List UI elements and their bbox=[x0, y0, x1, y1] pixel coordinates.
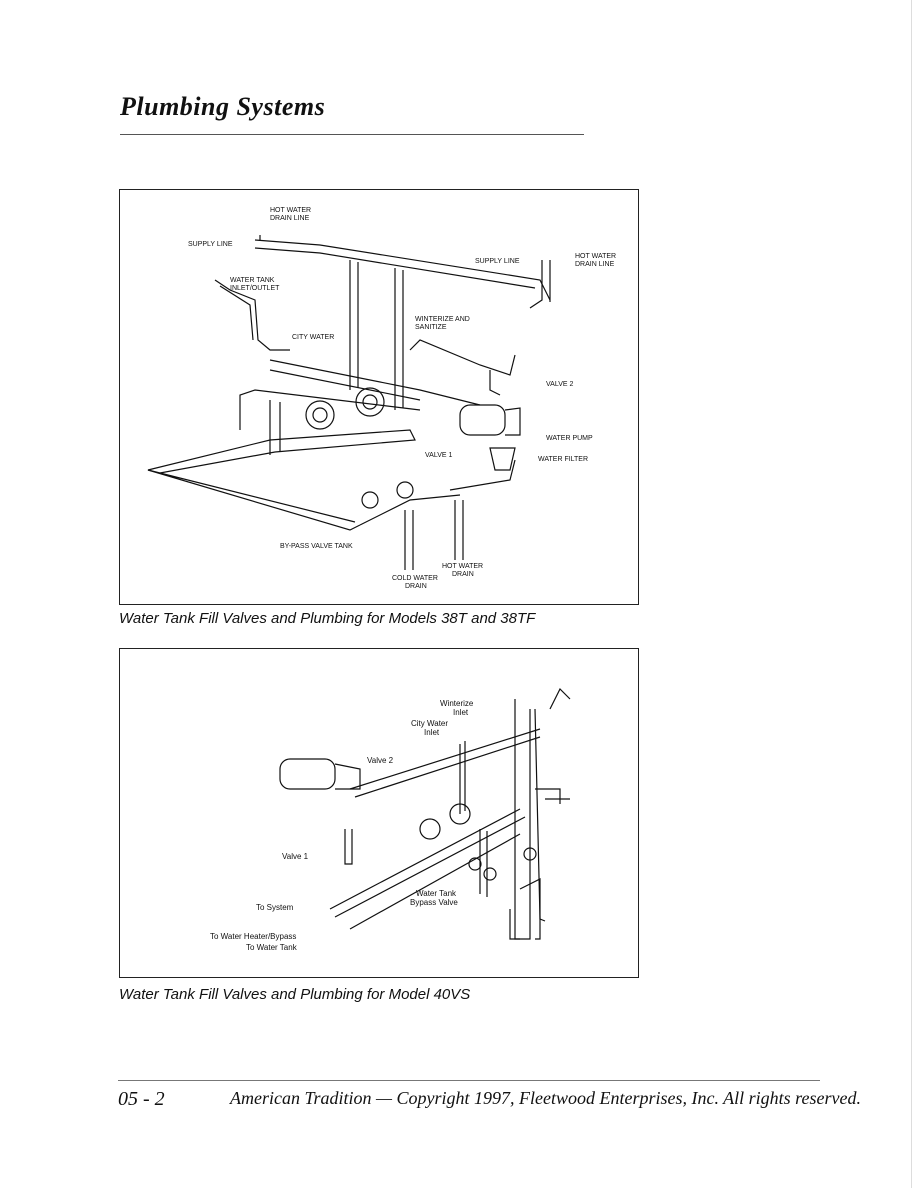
label-city-water-inlet-2: Inlet bbox=[424, 728, 440, 737]
label-hot-water-drain-bottom-2: DRAIN bbox=[452, 571, 474, 578]
label-supply-line-left: SUPPLY LINE bbox=[188, 241, 233, 248]
plumbing-diagram-40vs: Winterize Inlet City Water Inlet Valve 2… bbox=[210, 687, 571, 952]
label-bypass-valve-tank: BY-PASS VALVE TANK bbox=[280, 543, 353, 550]
page-title: Plumbing Systems bbox=[120, 92, 326, 121]
label-hot-water-drain-right: HOT WATER bbox=[575, 253, 616, 260]
label-supply-line-right: SUPPLY LINE bbox=[475, 258, 520, 265]
footer-copyright: American Tradition — Copyright 1997, Fle… bbox=[230, 1088, 861, 1108]
label-water-tank-2: INLET/OUTLET bbox=[230, 285, 280, 292]
label-to-water-heater: To Water Heater/Bypass bbox=[210, 932, 296, 941]
label-city-water: CITY WATER bbox=[292, 334, 334, 341]
label-hot-water-drain-right-2: DRAIN LINE bbox=[575, 261, 615, 268]
page-number: 05 - 2 bbox=[118, 1088, 165, 1110]
label-winterize-2: SANITIZE bbox=[415, 324, 447, 331]
figure-40vs-plumbing: Winterize Inlet City Water Inlet Valve 2… bbox=[119, 648, 639, 978]
figure-38t-plumbing: HOT WATER DRAIN LINE SUPPLY LINE WATER T… bbox=[119, 189, 639, 605]
label-winterize: WINTERIZE AND bbox=[415, 316, 470, 323]
figure1-caption: Water Tank Fill Valves and Plumbing for … bbox=[119, 610, 536, 627]
title-rule bbox=[120, 134, 584, 135]
label-to-system: To System bbox=[256, 903, 294, 912]
label-cold-water-drain-2: DRAIN bbox=[405, 583, 427, 590]
page-edge bbox=[911, 0, 912, 1188]
label-winterize-inlet: Winterize bbox=[440, 699, 474, 708]
label-valve-1: VALVE 1 bbox=[425, 452, 452, 459]
label-winterize-inlet-2: Inlet bbox=[453, 708, 469, 717]
label-bypass-valve: Water Tank bbox=[416, 889, 457, 898]
label-water-tank: WATER TANK bbox=[230, 277, 275, 284]
label-valve-2: Valve 2 bbox=[367, 756, 394, 765]
plumbing-diagram-38t: HOT WATER DRAIN LINE SUPPLY LINE WATER T… bbox=[147, 207, 616, 590]
label-city-water-inlet: City Water bbox=[411, 719, 448, 728]
label-water-filter: WATER FILTER bbox=[538, 456, 588, 463]
label-hot-water-drain-top-2: DRAIN LINE bbox=[270, 215, 310, 222]
label-hot-water-drain-bottom: HOT WATER bbox=[442, 563, 483, 570]
label-water-pump: WATER PUMP bbox=[546, 435, 593, 442]
label-valve-2: VALVE 2 bbox=[546, 381, 573, 388]
label-valve-1: Valve 1 bbox=[282, 852, 309, 861]
label-hot-water-drain-top: HOT WATER bbox=[270, 207, 311, 214]
label-to-water-tank: To Water Tank bbox=[246, 943, 298, 952]
label-cold-water-drain: COLD WATER bbox=[392, 575, 438, 582]
label-bypass-valve-2: Bypass Valve bbox=[410, 898, 458, 907]
footer-rule bbox=[118, 1080, 820, 1081]
figure2-caption: Water Tank Fill Valves and Plumbing for … bbox=[119, 986, 471, 1003]
